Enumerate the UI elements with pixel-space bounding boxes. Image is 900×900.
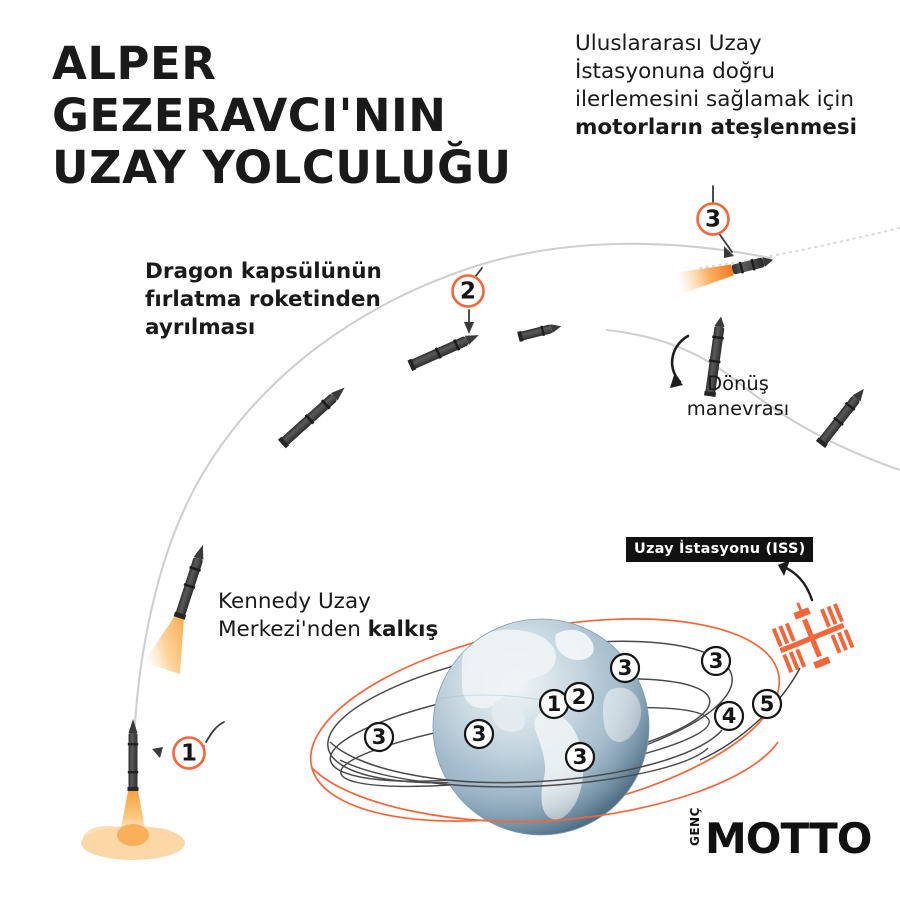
orbit-marker-3e-label: 3 [709, 649, 724, 673]
rocket-on-pad [81, 719, 185, 860]
orbit-marker-2-label: 2 [572, 685, 587, 709]
orbit-marker-1-label: 1 [547, 692, 562, 716]
orbit-marker-4: 4 [713, 700, 745, 732]
step-marker-3: 3 [696, 202, 730, 236]
transfer-path [699, 667, 801, 761]
annotation-turn-maneuver: Dönüş manevrası [648, 372, 828, 422]
step-marker-3-label: 3 [705, 207, 721, 233]
orbit-marker-3d-label: 3 [618, 656, 633, 680]
capsule-post-separation [517, 324, 562, 342]
capsule-turn-maneuver [704, 316, 725, 398]
rocket-ascending [143, 544, 204, 675]
iss-label-badge: Uzay İstasyonu (ISS) [626, 537, 814, 562]
orbit-marker-5: 5 [751, 688, 783, 720]
rocket-midarc [277, 387, 345, 449]
orbit-marker-3d: 3 [609, 652, 641, 684]
orbit-marker-4-label: 4 [722, 704, 737, 728]
step-marker-2-label: 2 [460, 279, 476, 305]
title-line-3: UZAY YOLCULUĞU [52, 141, 512, 195]
annotation-turn-line-1: Dönüş [707, 372, 769, 395]
annotation-launch-bold: kalkış [367, 616, 439, 642]
annotation-launch: Kennedy Uzay Merkezi'nden kalkış [218, 588, 448, 644]
orbit-marker-1: 1 [538, 688, 570, 720]
orbit-marker-2: 2 [563, 681, 595, 713]
brand-logo: GENÇ MOTTO [688, 807, 872, 863]
annotation-step-3-regular: Uluslararası Uzay İstasyonuna doğru iler… [575, 31, 854, 112]
brand-logo-motto: MOTTO [705, 814, 872, 863]
orbit-marker-3c: 3 [564, 741, 596, 773]
annotation-turn-line-2: manevrası [686, 396, 790, 420]
rocket-descending-right [815, 388, 864, 449]
step-marker-2: 2 [451, 274, 485, 308]
orbit-marker-3e: 3 [700, 645, 732, 677]
annotation-step-3-bold: motorların ateşlenmesi [575, 114, 858, 140]
iss-label-arrow [778, 560, 814, 602]
annotation-step-2: Dragon kapsülünün fırlatma roketinden ay… [145, 259, 382, 340]
step-marker-1: 1 [172, 736, 206, 770]
capsule-engine-burn [675, 257, 774, 295]
rocket-separation [407, 335, 479, 372]
page-title: ALPER GEZERAVCI'NIN UZAY YOLCULUĞU [52, 37, 572, 195]
orbit-marker-3a: 3 [363, 721, 395, 753]
callout-3-leader [712, 185, 734, 258]
step-marker-1-label: 1 [181, 741, 197, 767]
turn-maneuver-arrow [670, 334, 690, 388]
orbit-marker-5-label: 5 [760, 692, 775, 716]
orbit-marker-3c-label: 3 [573, 745, 588, 769]
orbit-marker-3a-label: 3 [372, 725, 387, 749]
iss-satellite [771, 602, 855, 673]
orbit-marker-3b-label: 3 [472, 722, 487, 746]
annotation-step-3: Uluslararası Uzay İstasyonuna doğru iler… [575, 30, 895, 142]
title-line-2: GEZERAVCI'NIN [52, 89, 447, 143]
orbit-marker-3b: 3 [463, 718, 495, 750]
title-line-1: ALPER [52, 37, 217, 90]
brand-logo-genc: GENÇ [688, 807, 702, 846]
annotation-launch-regular: Kennedy Uzay Merkezi'nden [218, 589, 371, 642]
